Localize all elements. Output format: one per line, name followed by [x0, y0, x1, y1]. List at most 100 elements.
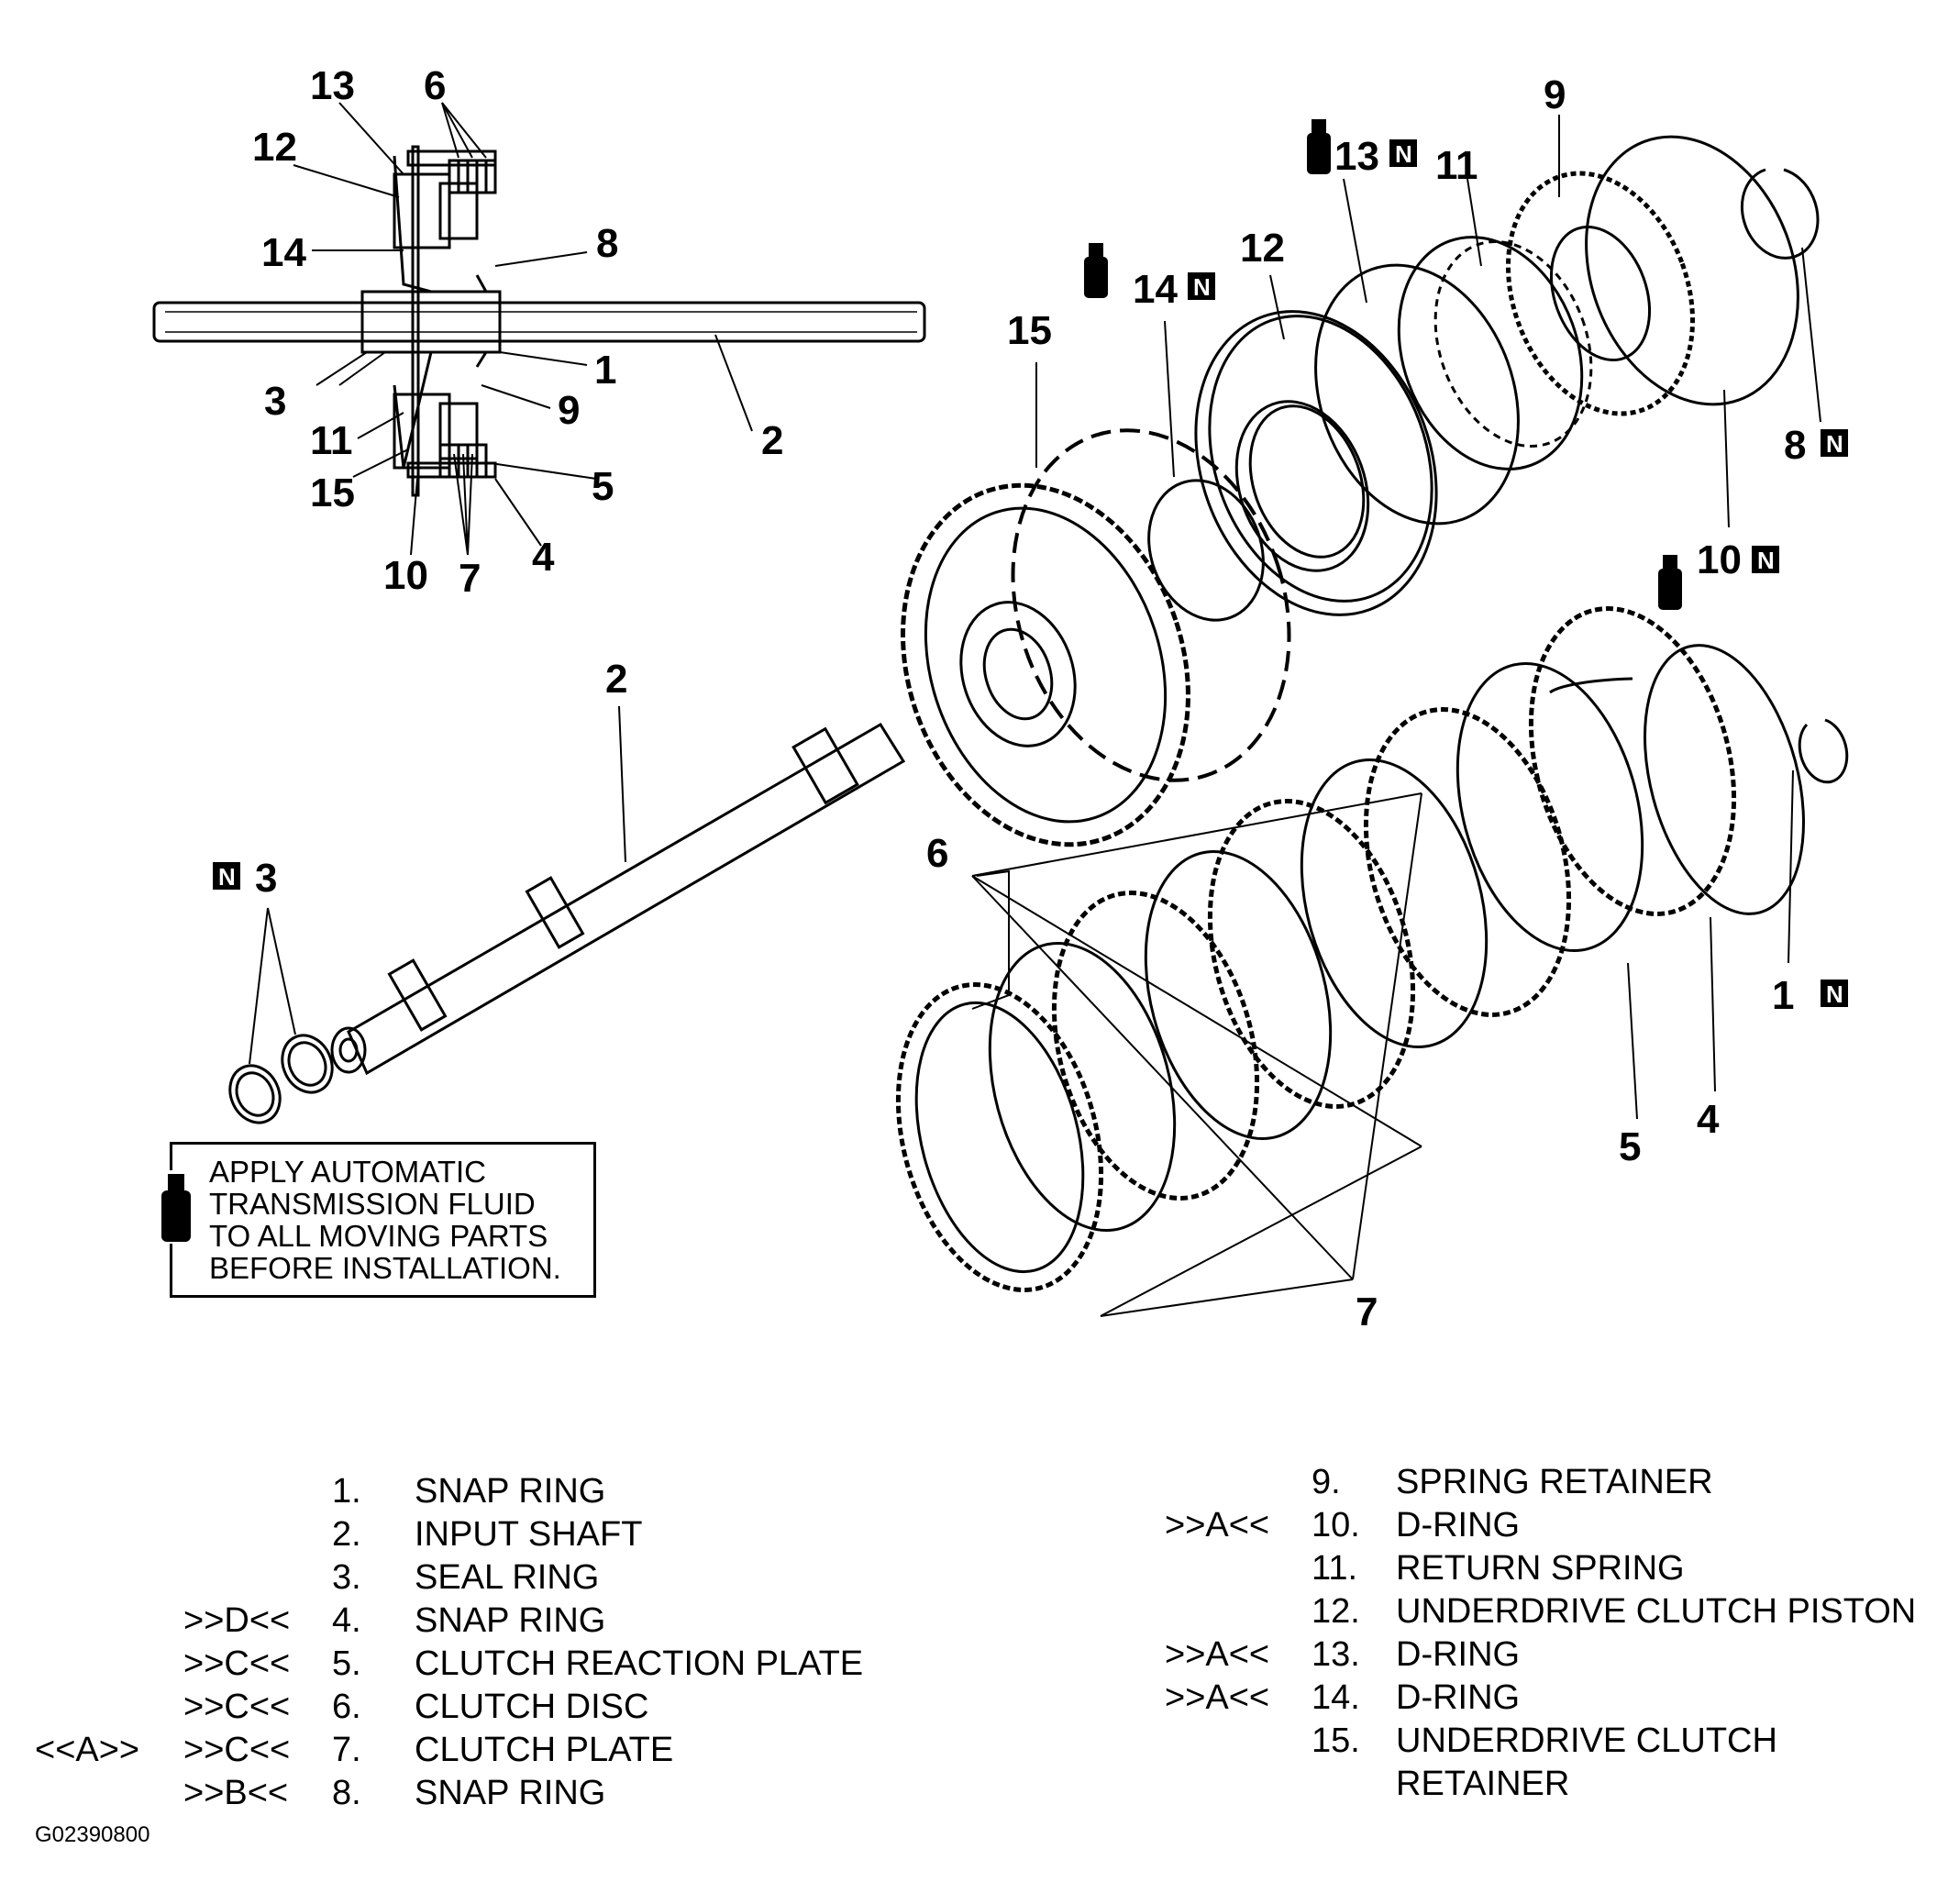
legend-code-b: >>B<<: [183, 1774, 289, 1812]
callout-5: 5: [1619, 1124, 1641, 1169]
callout-7: 7: [459, 556, 481, 601]
legend-text: SNAP RING: [415, 1774, 606, 1812]
legend-text: INPUT SHAFT: [415, 1515, 643, 1554]
fluid-bottle-icon: [1084, 119, 1682, 610]
new-part-letter: N: [218, 863, 236, 891]
figure-id: G02390800: [35, 1822, 150, 1847]
legend-number: 15.: [1312, 1721, 1360, 1760]
return-spring: [1397, 178, 1593, 470]
legend-text: UNDERDRIVE CLUTCH: [1396, 1721, 1777, 1760]
seal-rings: [228, 907, 334, 1124]
cross-section-leaders: [293, 102, 753, 556]
callout-11: 11: [1435, 143, 1478, 188]
callout-8: 8: [1784, 423, 1806, 468]
legend-number: 1.: [332, 1472, 361, 1511]
callout-3: 3: [255, 856, 277, 901]
legend-number: 4.: [332, 1601, 361, 1640]
clutch-pack-leaders: [971, 769, 1794, 1317]
legend-number: 3.: [332, 1558, 361, 1597]
legend-text: D-RING: [1396, 1506, 1521, 1544]
note-line: TRANSMISSION FLUID: [209, 1187, 536, 1221]
new-part-marker: [213, 139, 1848, 1007]
legend-number: 9.: [1312, 1463, 1341, 1501]
legend-code-a: <<A>>: [35, 1731, 140, 1769]
new-part-letter: N: [1193, 273, 1211, 301]
legend-text: D-RING: [1396, 1678, 1521, 1717]
legend-text: UNDERDRIVE CLUTCH PISTON: [1396, 1592, 1917, 1631]
callout-15: 15: [310, 470, 355, 515]
legend-text: CLUTCH REACTION PLATE: [415, 1644, 864, 1683]
callout-15: 15: [1007, 308, 1052, 353]
callout-3: 3: [264, 379, 286, 424]
legend-text: SNAP RING: [415, 1601, 606, 1640]
fluid-note-box: APPLY AUTOMATIC TRANSMISSION FLUID TO AL…: [158, 1142, 596, 1298]
new-part-letter: N: [1757, 547, 1775, 574]
legend-number: 5.: [332, 1644, 361, 1683]
note-line: BEFORE INSTALLATION.: [209, 1251, 561, 1285]
legend-number: 7.: [332, 1731, 361, 1769]
note-line: TO ALL MOVING PARTS: [209, 1219, 548, 1253]
fluid-bottle-icon: [158, 1170, 194, 1244]
callout-12: 12: [252, 125, 297, 170]
legend-text: SEAL RING: [415, 1558, 600, 1597]
callout-11: 11: [310, 418, 353, 463]
callout-7: 7: [1356, 1290, 1378, 1334]
legend-text: RETAINER: [1396, 1765, 1570, 1803]
callout-8: 8: [596, 221, 618, 266]
callout-13: 13: [1334, 134, 1379, 179]
callout-2: 2: [605, 657, 627, 702]
snap-ring-8: [1740, 168, 1821, 423]
callout-4: 4: [532, 535, 555, 580]
callout-1: 1: [1772, 973, 1794, 1018]
legend-text: D-RING: [1396, 1635, 1521, 1674]
callout-10: 10: [1697, 537, 1742, 582]
legend-number: 6.: [332, 1688, 361, 1726]
underdrive-clutch-piston: [1194, 274, 1438, 616]
legend-code-b: >>C<<: [183, 1644, 291, 1683]
legend-number: 10.: [1312, 1506, 1360, 1544]
legend-number: 12.: [1312, 1592, 1360, 1631]
input-shaft: [330, 705, 906, 1076]
callout-14: 14: [1133, 267, 1178, 312]
callout-10: 10: [383, 553, 428, 598]
legend-text: RETURN SPRING: [1396, 1549, 1685, 1588]
callout-2: 2: [761, 418, 783, 463]
legend-text: SPRING RETAINER: [1396, 1463, 1713, 1501]
legend-code-b: >>C<<: [183, 1688, 291, 1726]
callout-6: 6: [424, 63, 446, 108]
legend-code: >>A<<: [1165, 1678, 1270, 1717]
legend-number: 14.: [1312, 1678, 1360, 1717]
callout-1: 1: [594, 348, 616, 393]
legend-text: CLUTCH DISC: [415, 1688, 649, 1726]
callout-6: 6: [926, 831, 948, 876]
underdrive-clutch-retainer: [901, 362, 1291, 847]
legend-number: 13.: [1312, 1635, 1360, 1674]
legend-number: 11.: [1312, 1549, 1358, 1588]
spring-retainer: [1505, 115, 1696, 416]
legend-code: >>A<<: [1165, 1635, 1270, 1674]
cross-section-view: [152, 145, 926, 497]
fluid-note-text: APPLY AUTOMATIC TRANSMISSION FLUID TO AL…: [209, 1156, 561, 1284]
callout-14: 14: [261, 230, 306, 275]
legend-code-b: >>C<<: [183, 1731, 291, 1769]
callout-9: 9: [1544, 72, 1566, 117]
callout-13: 13: [310, 63, 355, 108]
new-part-letter: N: [1826, 980, 1843, 1008]
legend-text: CLUTCH PLATE: [415, 1731, 674, 1769]
callout-12: 12: [1240, 226, 1285, 271]
callout-4: 4: [1697, 1097, 1720, 1142]
clutch-pack: [895, 606, 1849, 1292]
new-part-letter: N: [1826, 430, 1843, 458]
d-ring-14: [1147, 320, 1265, 622]
new-part-letter: N: [1395, 140, 1412, 168]
callout-5: 5: [592, 464, 614, 509]
legend-code-b: >>D<<: [183, 1601, 291, 1640]
d-ring-10: [1585, 135, 1799, 528]
legend-text: SNAP RING: [415, 1472, 606, 1511]
callout-9: 9: [558, 388, 580, 433]
legend-code: >>A<<: [1165, 1506, 1270, 1544]
note-line: APPLY AUTOMATIC: [209, 1155, 486, 1189]
d-ring-13: [1314, 178, 1520, 526]
legend-number: 8.: [332, 1774, 361, 1812]
